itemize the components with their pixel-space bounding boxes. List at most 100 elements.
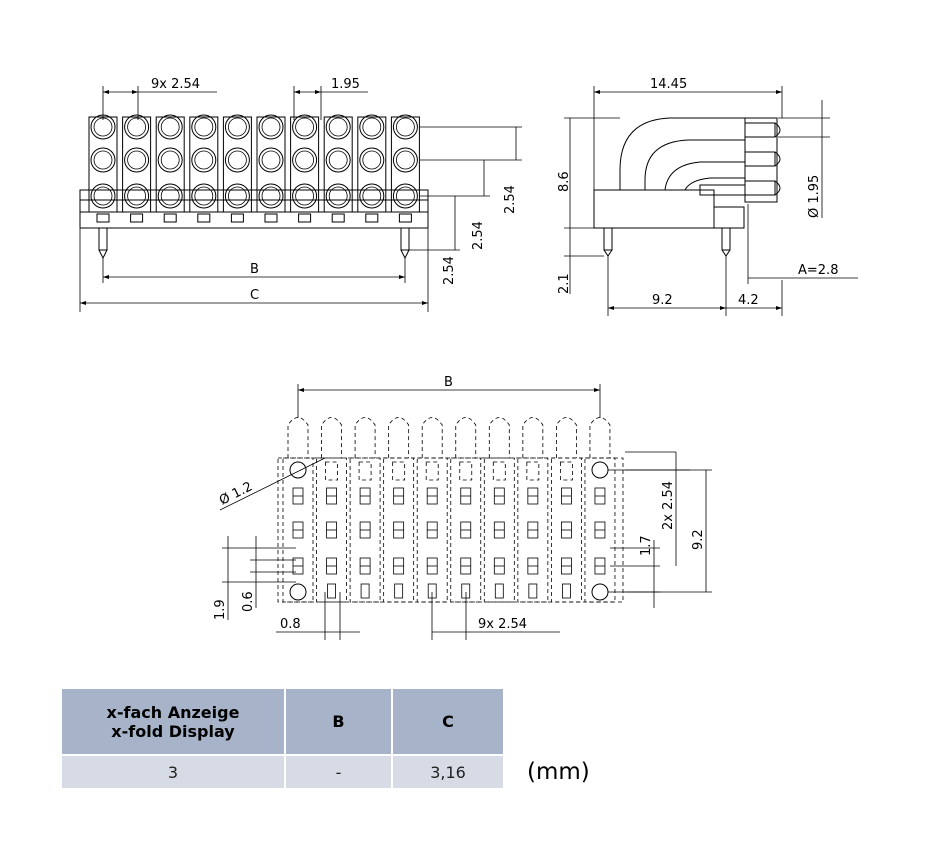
side-height-label: 8.6 (557, 171, 572, 192)
footprint-lightpipe (556, 417, 577, 458)
front-pad (96, 213, 110, 223)
footprint-lightpipe (388, 417, 410, 458)
cell-b: - (285, 754, 393, 788)
led-lens (359, 114, 385, 140)
led-column (222, 116, 252, 213)
led-column (189, 116, 219, 213)
hole-diam-label: Ø 1.2 (217, 479, 255, 508)
front-pin-left (98, 227, 108, 251)
footprint-lightpipe (488, 417, 510, 458)
pad-height-label: 0.6 (241, 591, 256, 612)
front-pad (197, 213, 211, 223)
side-base (593, 189, 715, 229)
footprint-lightpipe (354, 417, 376, 458)
led-lens (359, 147, 385, 173)
led-lens (292, 114, 318, 140)
front-pad (331, 213, 345, 223)
front-diam-label: 1.95 (331, 77, 360, 92)
side-pin-len-label: 2.1 (557, 273, 572, 294)
header-display-en: x-fold Display (111, 721, 235, 741)
side-pin-rear (721, 227, 731, 251)
footprint-lightpipe (455, 417, 477, 458)
front-led-grid (88, 114, 420, 213)
led-lens (258, 183, 284, 209)
footprint-b-label: B (444, 375, 453, 390)
mounting-hole-right-top (591, 461, 609, 479)
mounting-hole-right-bottom (591, 583, 609, 601)
led-lens (392, 183, 418, 209)
led-column (290, 116, 320, 213)
row-pitch-label: 2x 2.54 (661, 481, 676, 530)
led-lens (292, 183, 318, 209)
led-column (323, 116, 353, 213)
front-base (79, 189, 429, 213)
technical-drawing: 9x 2.54 1.95 2.54 2.54 2.54 B C (79, 77, 858, 640)
side-lens-diam-label: Ø 1.95 (807, 175, 822, 218)
led-lens (392, 114, 418, 140)
led-lens (124, 183, 150, 209)
cell-c: 3,16 (392, 754, 505, 788)
led-lens (124, 114, 150, 140)
led-lens (325, 147, 351, 173)
footprint-pitch-label: 9x 2.54 (478, 617, 527, 632)
led-lens (157, 114, 183, 140)
spec-table: x-fach Anzeige x-fold Display B C 3 - 3,… (62, 689, 505, 788)
footprint-lightpipe (287, 417, 309, 458)
front-view: 9x 2.54 1.95 2.54 2.54 2.54 B C (79, 77, 522, 312)
front-pad (163, 213, 177, 223)
led-lens (90, 183, 116, 209)
led-lens (325, 114, 351, 140)
front-pad (298, 213, 312, 223)
footprint-columns (282, 417, 616, 603)
side-pin-front (603, 227, 613, 251)
header-display: x-fach Anzeige x-fold Display (62, 689, 286, 755)
front-pitch-label: 9x 2.54 (151, 77, 200, 92)
side-depth-label: 14.45 (650, 77, 687, 92)
side-pin-dist-label: 9.2 (652, 293, 673, 308)
front-pad (264, 213, 278, 223)
front-pin-offset: 2.54 (442, 256, 457, 285)
led-lens (292, 147, 318, 173)
side-pin-dist2-label: 4.2 (738, 293, 759, 308)
header-display-de: x-fach Anzeige (106, 702, 240, 722)
spec-table-header: x-fach Anzeige x-fold Display B C (62, 689, 505, 755)
cell-display: 3 (62, 754, 286, 788)
led-column (390, 116, 420, 213)
unit-label: (mm) (527, 759, 590, 785)
led-lens (325, 183, 351, 209)
table-row: 3 - 3,16 (62, 754, 505, 788)
front-pad (365, 213, 379, 223)
led-column (357, 116, 387, 213)
led-lens (191, 183, 217, 209)
side-a-label: A=2.8 (798, 263, 838, 278)
footprint-width-label: 9.2 (691, 529, 706, 550)
front-pad-row (96, 213, 412, 223)
led-lens (224, 114, 250, 140)
led-column (155, 116, 185, 213)
led-lens (392, 147, 418, 173)
front-pad (130, 213, 144, 223)
side-lightpipe-outer (619, 117, 745, 190)
footprint-lightpipe (589, 417, 611, 458)
led-lens (224, 183, 250, 209)
front-row-pitch-1: 2.54 (503, 185, 518, 214)
front-pad (398, 213, 412, 223)
led-lens (90, 147, 116, 173)
side-view: 14.45 8.6 2.1 9.2 4.2 A=2.8 Ø 1.95 (557, 77, 858, 316)
pad-width-label: 0.8 (280, 617, 301, 632)
led-lens (124, 147, 150, 173)
footprint-lightpipe (522, 417, 544, 458)
header-b: B (285, 689, 393, 755)
mounting-hole-left-top (289, 461, 307, 479)
led-column (88, 116, 118, 213)
front-c-label: C (250, 288, 259, 303)
header-c: C (392, 689, 505, 755)
led-lens (359, 183, 385, 209)
led-lens (191, 147, 217, 173)
led-lens (224, 147, 250, 173)
led-column (122, 116, 152, 213)
front-b-label: B (250, 262, 259, 277)
mounting-hole-left-bottom (289, 583, 307, 601)
footprint-view: B Ø 1.2 2x 2.54 9.2 1.7 0.8 9x 2.54 0.6 (213, 375, 712, 640)
footprint-lightpipe (321, 417, 342, 458)
